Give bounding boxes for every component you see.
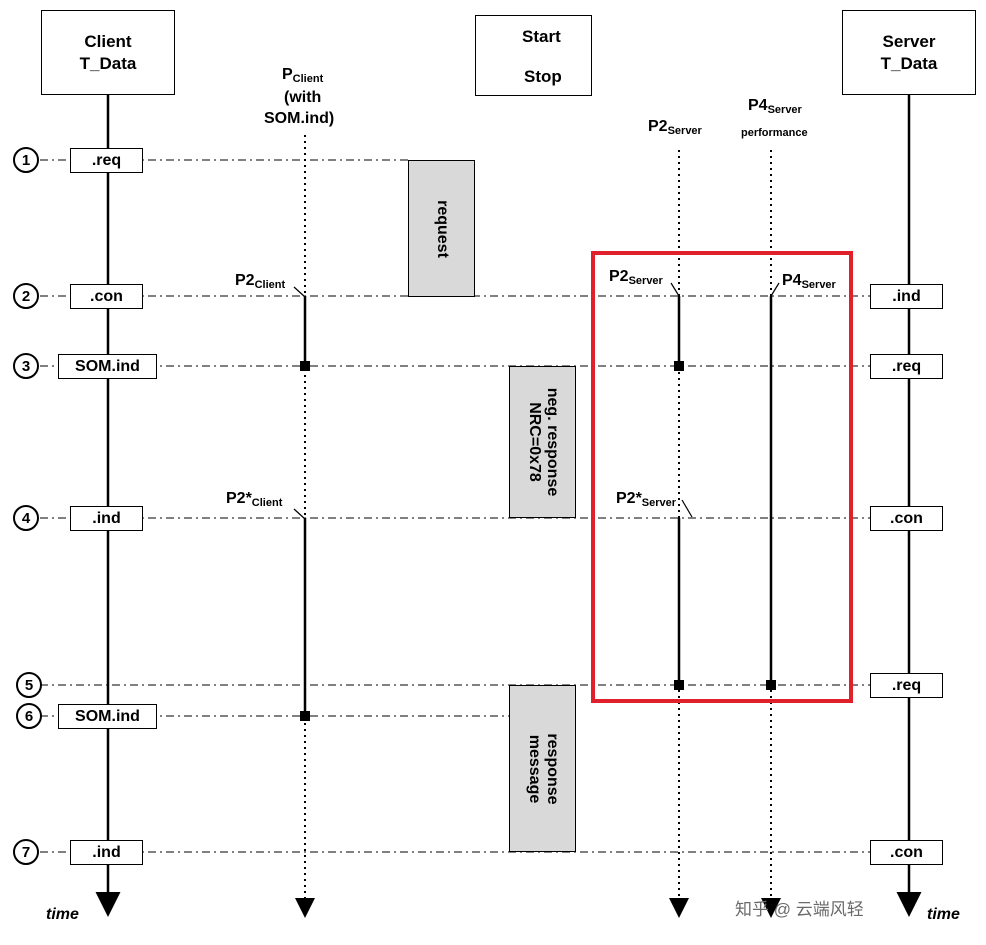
server-req-box: .req: [870, 354, 943, 379]
step-7: 7: [13, 839, 39, 865]
client-ind-box: .ind: [70, 506, 143, 531]
client-ind-box-2: .ind: [70, 840, 143, 865]
step-3: 3: [13, 353, 39, 379]
p2-client-label: P2Client: [235, 272, 286, 291]
request-message-text: request: [433, 199, 451, 258]
server-req-box-2: .req: [870, 673, 943, 698]
client-som-ind-box: SOM.ind: [58, 354, 157, 379]
p-client-title: PClient: [282, 66, 324, 85]
step-6: 6: [16, 703, 42, 729]
step-5: 5: [16, 672, 42, 698]
p2-server-label: P2Server: [609, 268, 663, 287]
timer-segments: [303, 296, 773, 716]
highlight-box: [591, 251, 853, 703]
legend-box: Start Stop: [475, 15, 592, 96]
p4-server-label: P4Server: [782, 272, 836, 291]
start-ticks: [293, 282, 780, 520]
request-message-box: request: [408, 160, 475, 297]
server-time-label: time: [927, 906, 960, 923]
client-con-box: .con: [70, 284, 143, 309]
legend-stop-label: Stop: [524, 67, 562, 86]
server-con-box-2: .con: [870, 840, 943, 865]
client-som-ind-box-2: SOM.ind: [58, 704, 157, 729]
p4-server-title: P4Server: [748, 97, 802, 116]
stop-markers: [300, 361, 776, 721]
client-time-label: time: [46, 906, 79, 923]
p-client-title-line3: SOM.ind): [264, 110, 335, 127]
client-header: Client T_Data: [41, 10, 175, 95]
step-2: 2: [13, 283, 39, 309]
p2star-server-label: P2*Server: [616, 490, 677, 509]
watermark: 知乎 @ 云端风轻: [735, 900, 864, 919]
neg-response-message-box: neg. response NRC=0x78: [509, 366, 576, 518]
server-ind-box: .ind: [870, 284, 943, 309]
step-1: 1: [13, 147, 39, 173]
client-req-box: .req: [70, 148, 143, 173]
neg-response-message-text: neg. response NRC=0x78: [525, 387, 561, 497]
response-message-box: response message: [509, 685, 576, 852]
p4-server-note: performance: [741, 127, 808, 139]
p-client-title-line2: (with: [284, 89, 322, 106]
response-message-text: response message: [525, 732, 561, 805]
server-con-box: .con: [870, 506, 943, 531]
server-header: Server T_Data: [842, 10, 976, 95]
legend-start-label: Start: [522, 27, 561, 46]
p2-server-title: P2Server: [648, 118, 702, 137]
p2star-client-label: P2*Client: [226, 490, 283, 509]
step-4: 4: [13, 505, 39, 531]
